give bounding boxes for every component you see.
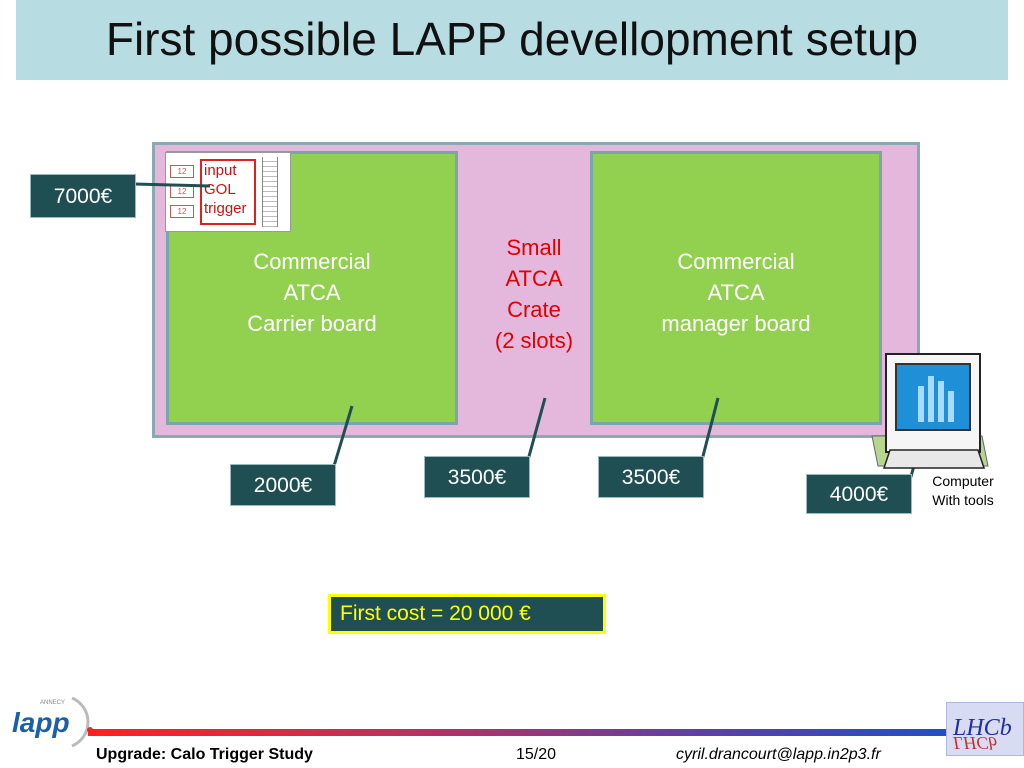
carrier-board-line2: ATCA [283,280,341,305]
total-cost-box: First cost = 20 000 € [328,594,606,634]
connector-line-carrier [332,405,354,467]
mezzanine-card-image: 12 12 12 input GOL trigger [165,152,291,232]
computer-icon [871,353,989,469]
crate-label-line2: ATCA [505,266,563,291]
carrier-board-line3: Carrier board [247,311,377,336]
chip-tab: 12 [170,165,194,178]
footer-page-number: 15/20 [516,746,557,763]
lapp-logo-subtext: ANNECY [40,700,65,706]
slide-title: First possible LAPP devellopment setup [105,13,919,65]
lhcb-logo-text: LHCb [952,715,1012,741]
connector-line-crate [526,397,547,461]
title-bar: First possible LAPP devellopment setup [16,0,1008,80]
price-computer: 4000€ [806,474,912,514]
lapp-logo-text: lapp [12,707,70,738]
chip-label-trigger: trigger [204,200,247,217]
crate-label-line1: Small [506,235,562,260]
computer-label: Computer With tools [918,472,1008,510]
carrier-board-line1: Commercial [253,249,371,274]
computer-label-line2: With tools [932,492,994,508]
footer-talk-title: Upgrade: Calo Trigger Study [96,746,313,763]
lapp-logo: ANNECY lapp [12,696,93,748]
footer-divider [88,729,950,736]
computer-label-line1: Computer [932,473,994,489]
manager-board: Commercial ATCA manager board [590,151,882,425]
price-crate: 3500€ [424,456,530,498]
price-carrier-board: 2000€ [230,464,336,506]
chip-connector [262,157,278,227]
svg-text:LHCb: LHCb [952,733,997,753]
chip-label-input: input [204,162,237,179]
chip-labels: input GOL trigger [204,161,247,218]
price-manager-board: 3500€ [598,456,704,498]
manager-board-line1: Commercial [677,249,795,274]
crate-label-line3: Crate [507,297,561,322]
connector-line-mezzanine [133,182,211,188]
carrier-board: Commercial ATCA Carrier board [166,151,458,425]
lhcb-logo: LHCb LHCb [946,702,1024,756]
connector-line-manager [700,397,720,461]
crate-label-line4: (2 slots) [494,328,574,353]
manager-board-line3: manager board [661,311,811,336]
chip-red-box [200,159,256,225]
manager-board-line2: ATCA [707,280,765,305]
chip-label-gol: GOL [204,181,236,198]
footer-author-email: cyril.drancourt@lapp.in2p3.fr [676,746,881,763]
crate-label: Small ATCA Crate (2 slots) [478,232,590,356]
price-mezzanine: 7000€ [30,174,136,218]
chip-tab: 12 [170,205,194,218]
